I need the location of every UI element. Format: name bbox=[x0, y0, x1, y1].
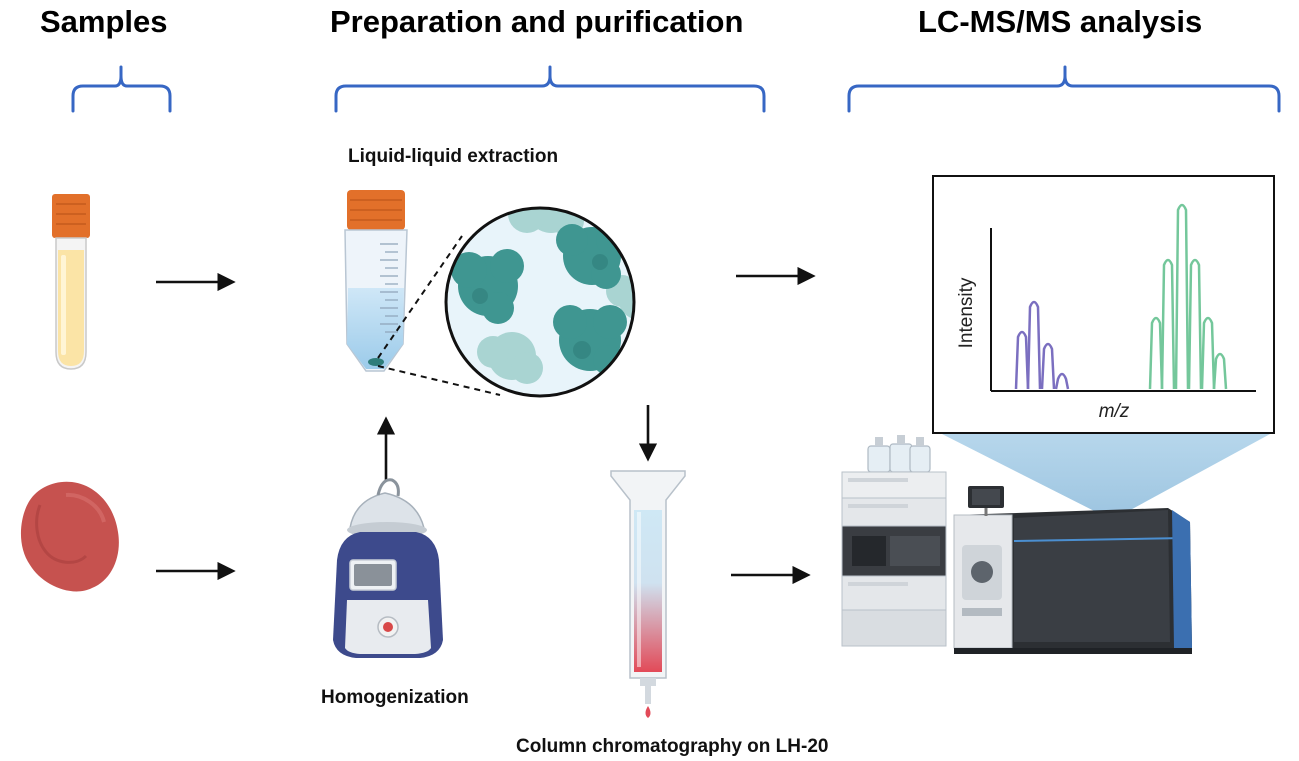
brace-samples bbox=[71, 65, 172, 113]
zoom-line-top bbox=[377, 235, 463, 359]
spectrum-peak bbox=[1054, 372, 1070, 390]
heading-analysis: LC-MS/MS analysis bbox=[918, 4, 1202, 39]
mass-spectrum-panel: Intensity m/z bbox=[932, 175, 1275, 434]
brace-preparation bbox=[334, 65, 766, 113]
y-axis-label: Intensity bbox=[956, 277, 977, 348]
hplc-system-icon bbox=[841, 435, 947, 647]
spectrum-peak bbox=[1174, 203, 1190, 390]
label-homogenization: Homogenization bbox=[321, 687, 469, 708]
brace-analysis bbox=[847, 65, 1281, 113]
spectrum-projection bbox=[940, 433, 1272, 520]
spectrum-peak bbox=[1014, 330, 1030, 390]
serum-tube-icon bbox=[52, 194, 90, 370]
label-column-chromatography: Column chromatography on LH-20 bbox=[516, 736, 828, 757]
spectrum-peak bbox=[1212, 352, 1228, 390]
mass-spectrometer-icon bbox=[953, 486, 1192, 654]
heading-preparation: Preparation and purification bbox=[330, 4, 743, 39]
spectrum-peak bbox=[1160, 258, 1176, 390]
spectrum-peak bbox=[1200, 316, 1216, 390]
magnified-particles-icon bbox=[444, 206, 636, 398]
tissue-sample-icon bbox=[20, 481, 119, 592]
homogenizer-icon bbox=[333, 478, 443, 658]
chromatography-column-icon bbox=[610, 470, 686, 718]
spectrum-peak bbox=[1148, 316, 1164, 390]
spectrum-peaks bbox=[1014, 203, 1228, 390]
label-liquid-liquid-extraction: Liquid-liquid extraction bbox=[348, 146, 558, 167]
spectrum-peak bbox=[1040, 342, 1056, 390]
spectrum-peak bbox=[1187, 258, 1203, 390]
centrifuge-tube-icon bbox=[344, 190, 408, 372]
zoom-line-bottom bbox=[377, 365, 501, 396]
heading-samples: Samples bbox=[40, 4, 168, 39]
x-axis-label: m/z bbox=[1099, 401, 1130, 422]
spectrum-peak bbox=[1026, 300, 1042, 390]
